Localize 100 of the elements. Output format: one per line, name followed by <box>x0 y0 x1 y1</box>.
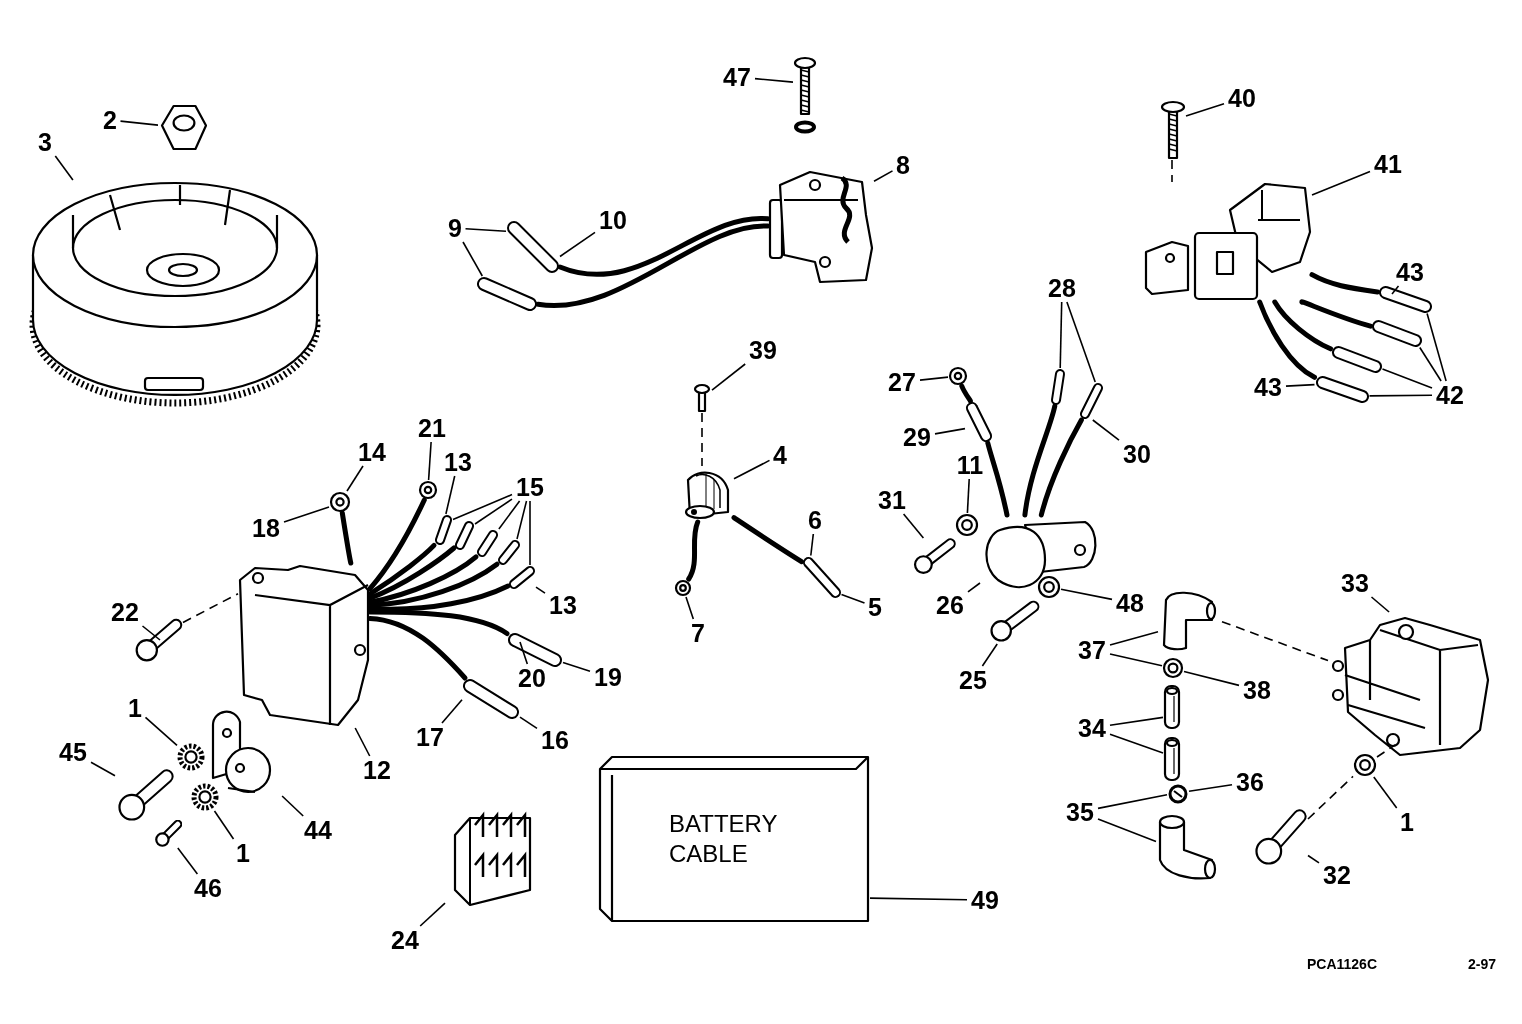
callout-number: 12 <box>359 756 395 784</box>
callout-number: 36 <box>1232 768 1268 796</box>
leader-line <box>519 641 529 665</box>
leader-line <box>1373 776 1398 809</box>
leader-line <box>462 241 484 277</box>
wire <box>1038 417 1084 518</box>
leader-line <box>919 376 949 381</box>
leader-line <box>1285 383 1316 387</box>
callout-number: 41 <box>1370 150 1406 178</box>
leader-line <box>1311 170 1371 196</box>
leader-line <box>1060 588 1113 601</box>
leader-line <box>840 593 866 604</box>
callout-number: 45 <box>55 738 91 766</box>
leader-line <box>1109 716 1164 727</box>
callout-number: 13 <box>545 591 581 619</box>
callout-number: 29 <box>899 423 935 451</box>
box-label: BATTERY CABLE <box>669 809 779 869</box>
wire <box>686 519 701 582</box>
drawing-code: PCA1126C <box>1307 954 1377 974</box>
callout-number: 21 <box>414 414 450 442</box>
leader-line <box>1066 301 1096 383</box>
leader-line <box>119 120 159 126</box>
callout-number: 38 <box>1239 676 1275 704</box>
wire <box>367 497 427 592</box>
leader-line <box>452 493 513 521</box>
leader-line <box>213 810 235 840</box>
callout-number: 14 <box>354 438 390 466</box>
leader-line <box>419 902 446 927</box>
callout-number: 4 <box>769 441 791 469</box>
leader-line <box>711 363 746 391</box>
callout-number: 13 <box>440 448 476 476</box>
callout-number: 30 <box>1119 440 1155 468</box>
wire <box>1309 272 1380 295</box>
wire <box>535 223 771 308</box>
wire <box>367 545 457 601</box>
leader-line <box>685 596 695 620</box>
date-code: 2-97 <box>1468 954 1496 974</box>
wire <box>985 440 1010 518</box>
callout-number: 28 <box>1044 274 1080 302</box>
wire <box>731 515 804 565</box>
callout-number: 10 <box>595 206 631 234</box>
wire <box>1257 299 1317 380</box>
leader-line <box>1109 630 1159 646</box>
leader-line <box>281 795 304 817</box>
leader-line <box>1109 733 1164 754</box>
wire <box>367 609 510 636</box>
leader-line <box>810 533 815 557</box>
callout-number: 42 <box>1432 381 1468 409</box>
callout-number: 43 <box>1392 258 1428 286</box>
wire <box>1022 403 1058 518</box>
leader-line <box>1097 818 1157 843</box>
callout-number: 47 <box>719 63 755 91</box>
leader-line <box>90 761 116 777</box>
callout-number: 2 <box>99 106 121 134</box>
callout-number: 18 <box>248 514 284 542</box>
wire <box>367 583 511 612</box>
callout-number: 33 <box>1337 569 1373 597</box>
wire <box>1299 299 1373 329</box>
callout-number: 1 <box>232 839 254 867</box>
leader-line <box>562 661 591 672</box>
leader-line <box>754 77 794 83</box>
leader-line <box>535 586 546 594</box>
callout-number: 39 <box>745 336 781 364</box>
callout-number: 24 <box>387 926 423 954</box>
leader-line <box>967 582 981 593</box>
callout-number: 3 <box>34 128 56 156</box>
alignment-line <box>701 412 703 467</box>
leader-line <box>1097 794 1168 810</box>
leader-line <box>427 441 432 481</box>
alignment-line <box>1171 159 1173 183</box>
callout-number: 8 <box>892 151 914 179</box>
callout-number: 20 <box>514 664 550 692</box>
wire <box>959 383 973 404</box>
callout-number: 34 <box>1074 714 1110 742</box>
leader-line <box>1370 596 1390 613</box>
leader-line <box>559 231 596 258</box>
leader-line <box>177 847 199 875</box>
leader-line <box>1381 368 1433 389</box>
leader-line <box>733 459 771 480</box>
callout-number: 27 <box>884 368 920 396</box>
callout-number: 46 <box>190 874 226 902</box>
callout-number: 40 <box>1224 84 1260 112</box>
leader-line <box>1391 285 1400 295</box>
wire <box>367 615 468 681</box>
callout-number: 31 <box>874 486 910 514</box>
leader-line <box>283 506 330 523</box>
leader-line <box>1183 670 1240 687</box>
alignment-line <box>1376 744 1396 758</box>
callout-number: 1 <box>1396 808 1418 836</box>
leader-line <box>1426 312 1447 382</box>
alignment-line <box>1307 775 1354 820</box>
leader-line <box>981 643 998 667</box>
leader-line <box>1419 346 1442 382</box>
leader-line <box>498 500 521 530</box>
leader-line <box>1185 103 1225 117</box>
callout-number: 15 <box>512 473 548 501</box>
callout-number: 16 <box>537 726 573 754</box>
callout-number: 19 <box>590 663 626 691</box>
alignment-line <box>1221 620 1329 662</box>
leader-line <box>1368 394 1433 397</box>
